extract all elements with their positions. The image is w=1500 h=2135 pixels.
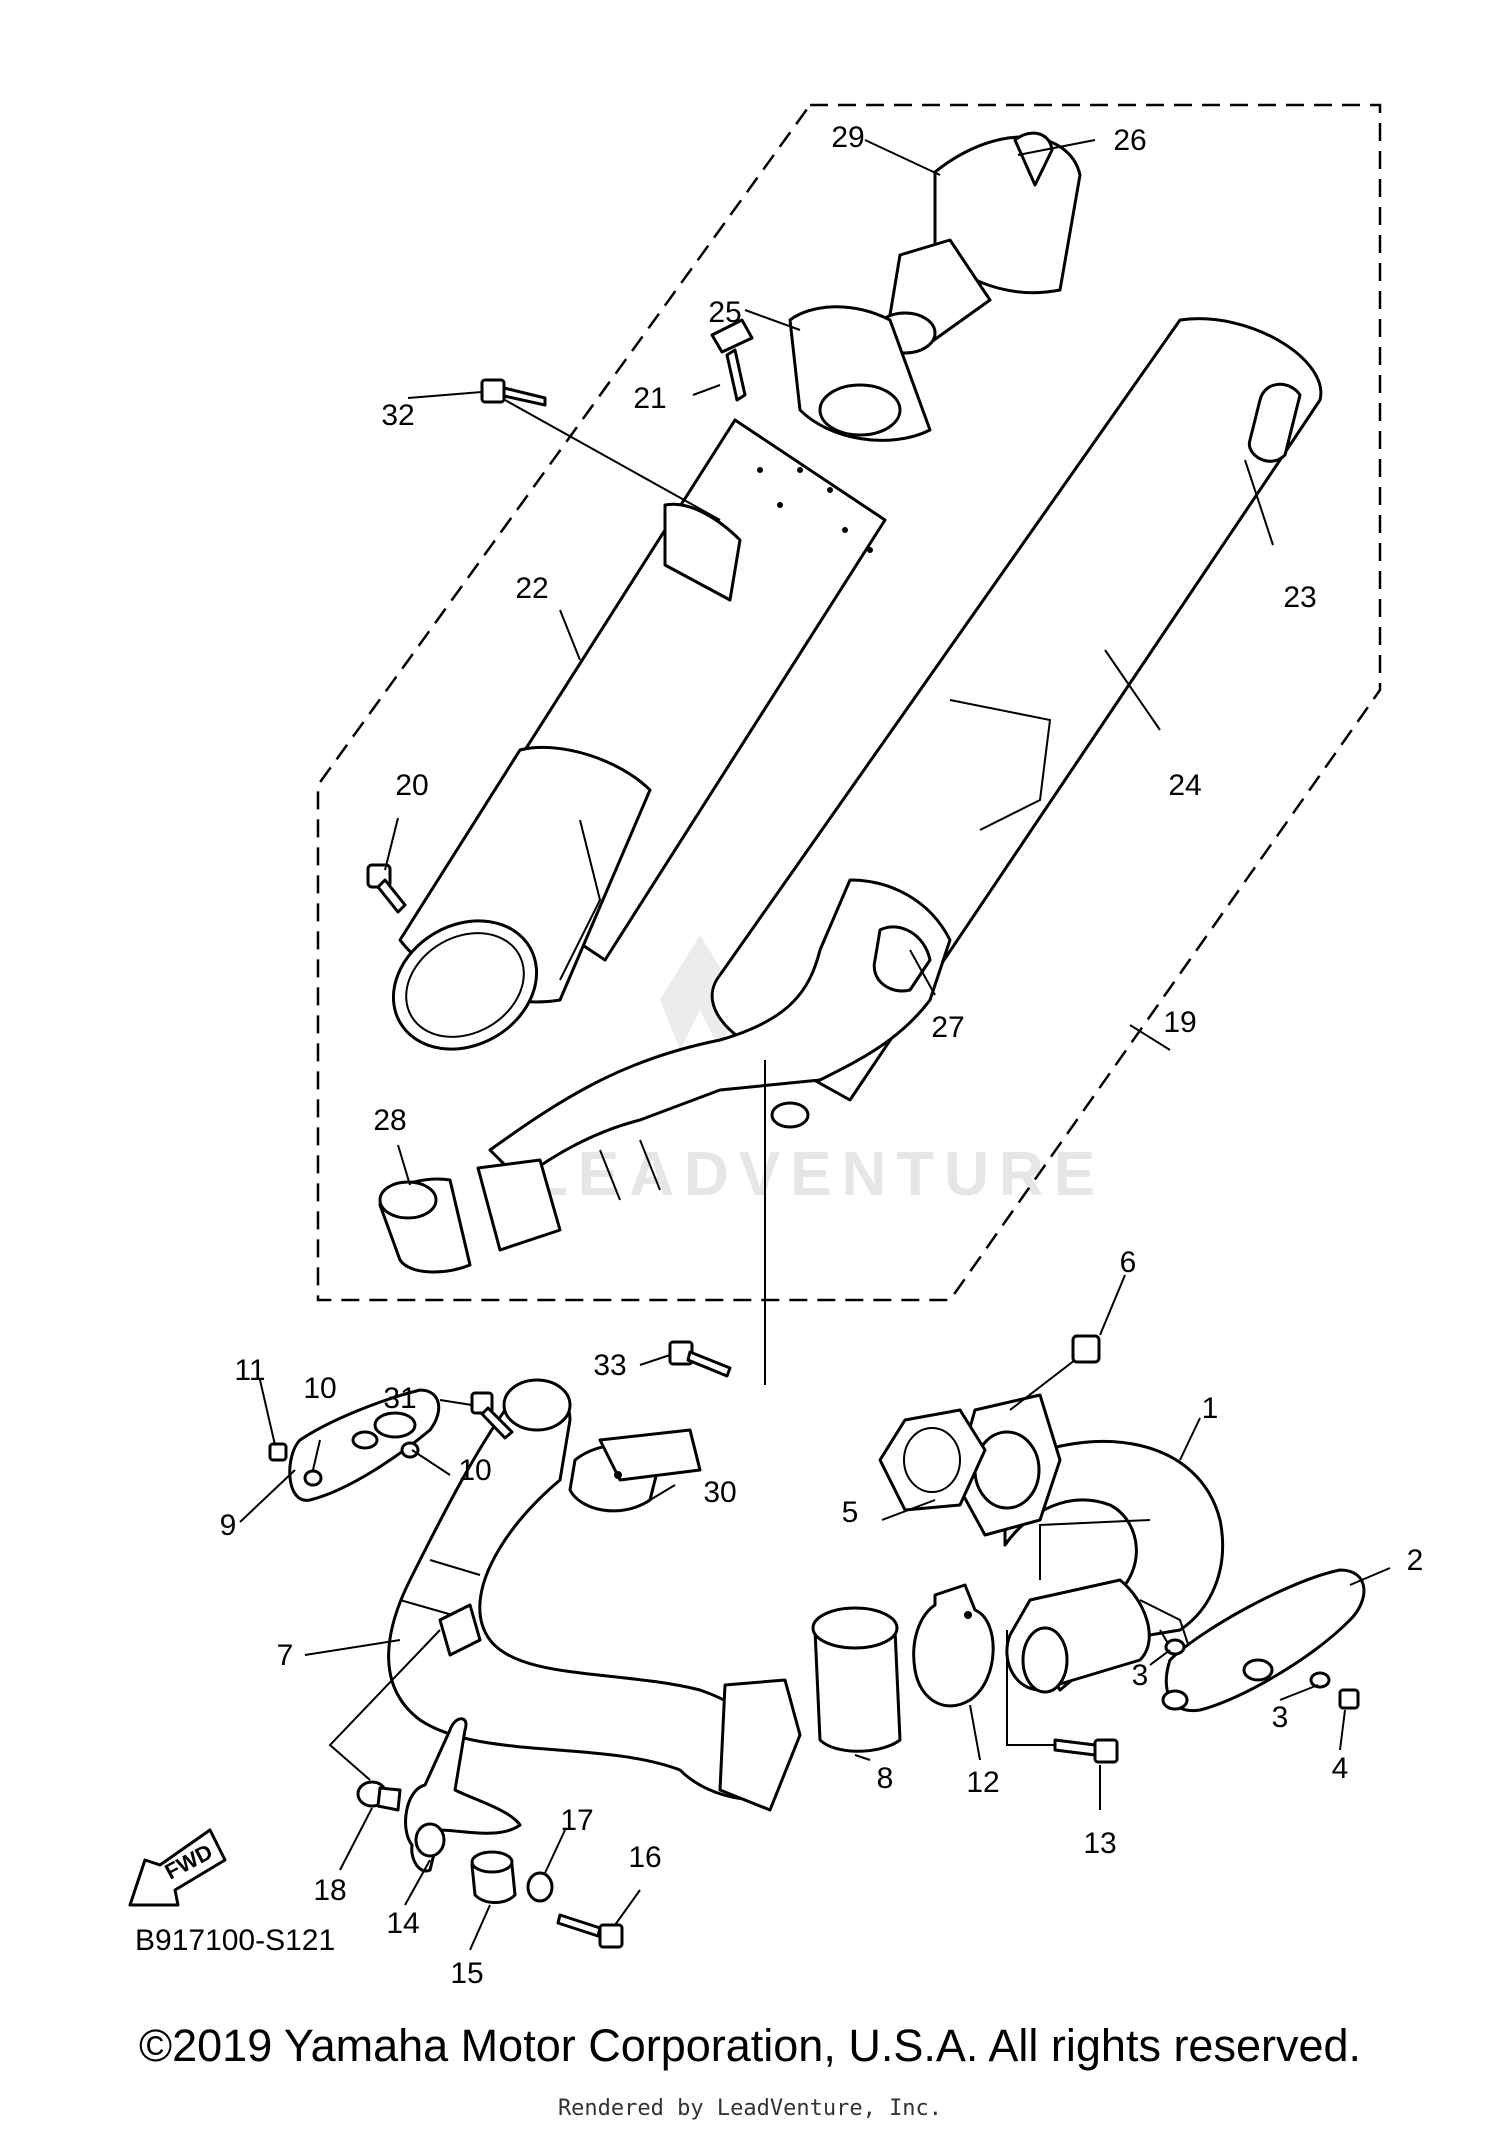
washer-10a: [303, 1469, 323, 1487]
bolt-16: [556, 1913, 624, 1949]
callout-3a: 3: [1132, 1659, 1149, 1692]
bolt-21: [710, 318, 754, 402]
callout-32: 32: [381, 399, 414, 432]
gasket-25: [788, 305, 932, 442]
callout-22: 22: [515, 572, 548, 605]
callout-26: 26: [1113, 124, 1146, 157]
gasket-sleeve-28: [378, 1158, 562, 1274]
callout-28: 28: [373, 1104, 406, 1137]
callout-23: 23: [1283, 581, 1316, 614]
callout-15: 15: [450, 1957, 483, 1990]
fwd-arrow-icon: FWD: [128, 1828, 227, 1907]
callout-10b: 10: [458, 1454, 491, 1487]
callout-27: 27: [931, 1011, 964, 1044]
callout-7: 7: [277, 1639, 294, 1672]
clamp-30: [568, 1428, 702, 1513]
tail-cap-29: [873, 131, 1082, 355]
leader-lines: [239, 139, 1391, 1951]
callouts: 1 2 3 3 4 5 6 7 8 9 10 10 11 12 13 14 15…: [220, 121, 1424, 1990]
callout-18: 18: [313, 1874, 346, 1907]
washer-10b: [400, 1441, 420, 1459]
callout-14: 14: [386, 1907, 419, 1940]
diagram-code: B917100-S121: [135, 1924, 335, 1957]
gasket-5: [878, 1408, 987, 1512]
callout-9: 9: [220, 1509, 237, 1542]
copyright-notice: ©2019 Yamaha Motor Corporation, U.S.A. A…: [138, 2020, 1362, 2071]
collar-15: [470, 1850, 517, 1904]
callout-5: 5: [842, 1496, 859, 1529]
callout-25: 25: [708, 296, 741, 329]
bolt-13: [1006, 1630, 1119, 1764]
callout-19: 19: [1163, 1006, 1196, 1039]
callout-8: 8: [877, 1762, 894, 1795]
grommet-18: [328, 1629, 441, 1812]
bolt-4: [1338, 1688, 1360, 1710]
callout-16: 16: [628, 1841, 661, 1874]
callout-21: 21: [633, 382, 666, 415]
callout-4: 4: [1332, 1752, 1349, 1785]
watermark-text: LEADVENTURE: [530, 1140, 1105, 1209]
washer-3b: [1309, 1671, 1331, 1689]
callout-13: 13: [1083, 1827, 1116, 1860]
watermark: LEADVENTURE: [530, 935, 1105, 1209]
bolt-20: [366, 863, 407, 914]
nut-11: [268, 1442, 288, 1462]
connector-pipe-27-section: [488, 878, 952, 1201]
clamp-12: [912, 1583, 995, 1708]
callout-29: 29: [831, 121, 864, 154]
callout-11: 11: [234, 1354, 265, 1387]
rendered-by-note: Rendered by LeadVenture, Inc.: [557, 2096, 943, 2121]
callout-12: 12: [966, 1766, 999, 1799]
callout-2: 2: [1407, 1544, 1424, 1577]
silencer-outer-24: [710, 317, 1323, 1102]
nut-6: [1009, 1334, 1101, 1411]
bolt-33: [668, 1060, 766, 1385]
heat-protector-2: [1161, 1568, 1366, 1713]
callout-6: 6: [1120, 1246, 1137, 1279]
callout-24: 24: [1168, 769, 1201, 802]
heat-protector-9: [288, 1388, 441, 1502]
callout-1: 1: [1202, 1392, 1219, 1425]
muffler-assembly-outline: [316, 103, 1382, 1302]
header-pipe-1: [953, 1393, 1225, 1694]
silencer-inner-22: [391, 418, 887, 1051]
exhaust-pipe-7: [387, 1378, 802, 1812]
callout-31: 31: [383, 1382, 416, 1415]
callout-33: 33: [593, 1349, 626, 1382]
gasket-sleeve-8: [811, 1606, 902, 1753]
bolt-31: [470, 1391, 514, 1440]
washer-17: [526, 1871, 554, 1903]
bracket-14: [404, 1717, 522, 1873]
callout-30: 30: [703, 1476, 736, 1509]
bolt-32: [480, 378, 721, 521]
washer-3a: [1164, 1638, 1186, 1656]
callout-10a: 10: [303, 1372, 336, 1405]
callout-17: 17: [560, 1804, 593, 1837]
callout-20: 20: [395, 769, 428, 802]
callout-3b: 3: [1272, 1701, 1289, 1734]
